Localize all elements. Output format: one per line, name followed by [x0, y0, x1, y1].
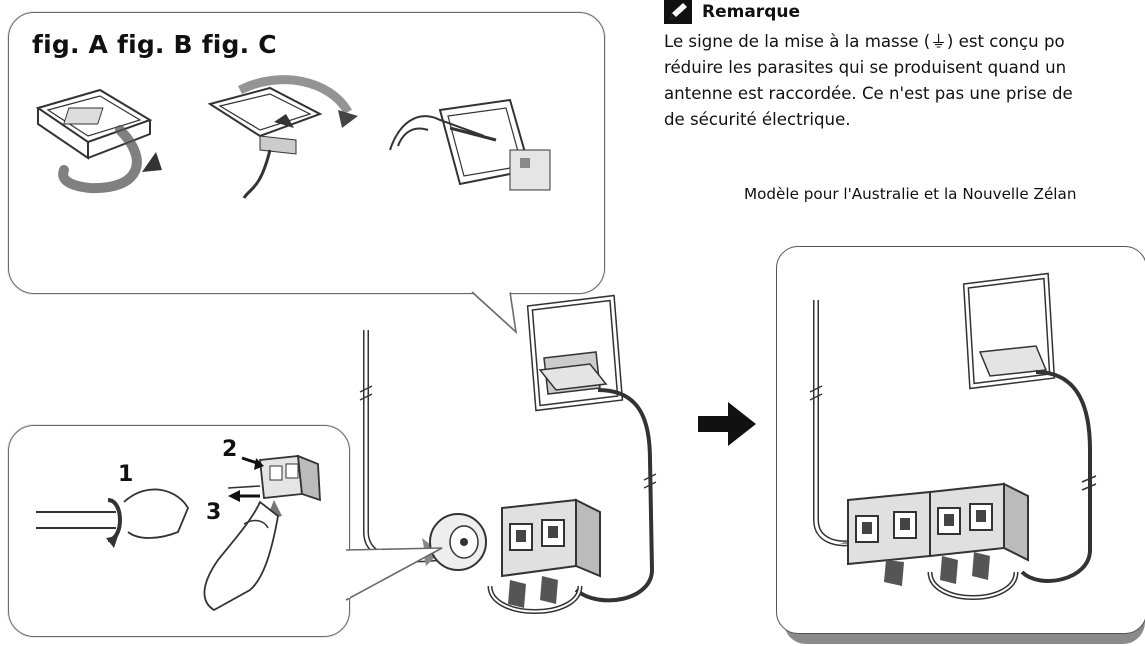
step-2-label: 2 [222, 437, 238, 462]
steps-callout-tail [340, 547, 443, 601]
steps-illustration [36, 454, 321, 612]
figures-callout [8, 12, 605, 294]
step-3-label: 3 [206, 500, 222, 525]
figure-labels: fig. A fig. B fig. C [32, 30, 277, 59]
pencil-icon [664, 0, 692, 24]
note-line-1: Le signe de la mise à la masse (⏚) est c… [664, 32, 1065, 51]
step-1-label: 1 [118, 462, 134, 487]
note-line-4: de sécurité électrique. [664, 110, 851, 129]
arrow-right-icon [698, 402, 756, 446]
fig-c-illustration [389, 98, 551, 191]
note-line-2: réduire les parasites qui se produisent … [664, 58, 1067, 77]
note-line-3: antenne est raccordée. Ce n'est pas une … [664, 84, 1073, 103]
callout-tail [471, 280, 518, 335]
antenna-connection-diagram [359, 294, 657, 614]
note-title: Remarque [702, 2, 800, 22]
model-caption: Modèle pour l'Australie et la Nouvelle Z… [744, 185, 1077, 203]
model-antenna-diagram [809, 272, 1097, 600]
fig-a-illustration [35, 88, 162, 194]
fig-b-illustration [207, 75, 358, 199]
